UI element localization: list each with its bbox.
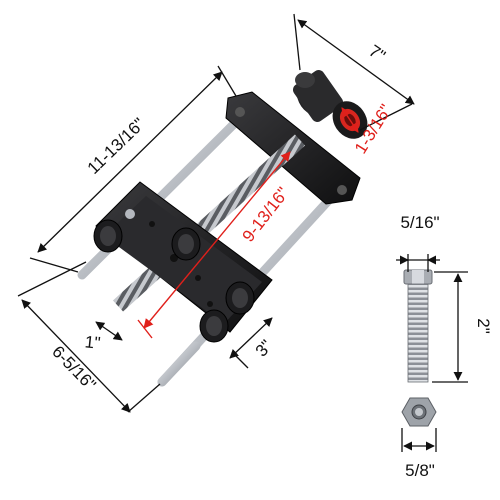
dim-front-jaw-ext-bottom	[127, 383, 161, 413]
dim-front-jaw-ext-top	[17, 261, 87, 297]
bolt-shank	[407, 283, 429, 383]
rear-jaw-nut-upper	[235, 107, 245, 117]
dimension-lines	[17, 13, 415, 413]
bolt-assembly	[401, 269, 437, 427]
dim-screw-travel	[137, 151, 291, 339]
dim-jaw-width-ext-start	[293, 13, 301, 71]
label-jaw-offset: 1"	[84, 332, 101, 353]
label-bolt-length: 2"	[474, 318, 493, 334]
dim-jaw-width-line	[297, 19, 415, 105]
label-rod-length: 11-13/16"	[84, 114, 149, 178]
vise	[77, 70, 368, 387]
bolt-dimension-lines	[396, 254, 468, 452]
dim-jaw-width-ext-end	[359, 103, 413, 131]
rear-jaw-nut-lower	[337, 185, 347, 195]
dim-rod-length-ext-end	[217, 65, 237, 97]
label-jaw-width: 7"	[365, 41, 388, 65]
dim-rod-length-line	[37, 71, 223, 253]
guide-rod-lower-front	[157, 341, 201, 387]
dim-jaw-offset-line	[95, 321, 123, 341]
label-jaw-depth: 3"	[252, 336, 276, 360]
dim-pipe-thread	[341, 107, 359, 133]
label-bolt-diameter: 5/16"	[400, 213, 439, 232]
hex-nut	[401, 397, 437, 427]
dim-front-jaw-line	[21, 299, 131, 413]
label-nut-width: 5/8"	[405, 461, 435, 480]
